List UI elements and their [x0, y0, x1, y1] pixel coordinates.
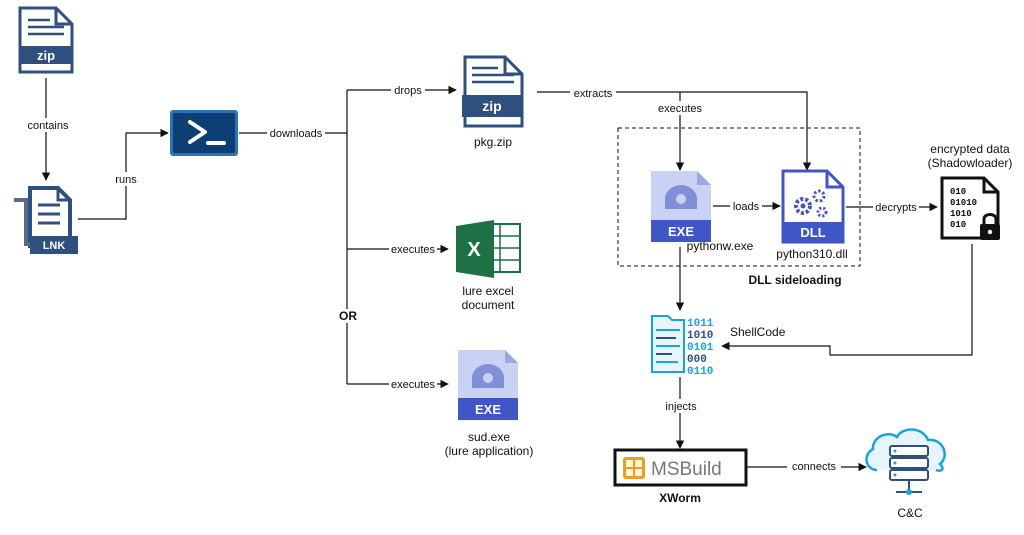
- shellcode-glyph-line1: 1011: [687, 318, 714, 330]
- encrypted-file-icon: 010 01010 1010 010: [940, 176, 1000, 240]
- encrypted-glyph-line3: 1010: [950, 209, 972, 219]
- encrypted-glyph-line1: 010: [950, 187, 966, 197]
- branch-or-label: OR: [339, 309, 357, 323]
- edge-label-shellcode: ShellCode: [730, 325, 786, 339]
- shellcode-binary-icon: 1011 1010 0101 000 0110: [651, 315, 714, 378]
- edge-label-executes-excel: executes: [391, 244, 436, 256]
- dll-badge: DLL: [800, 225, 825, 240]
- edge-label-downloads: downloads: [270, 128, 323, 140]
- dll-sideloading-label: DLL sideloading: [748, 273, 841, 287]
- sud-exe-badge: EXE: [475, 402, 501, 417]
- edge-label-injects: injects: [665, 401, 697, 413]
- msbuild-name: MSBuild: [651, 459, 722, 480]
- edge-extracts: [537, 91, 812, 171]
- pkg-zip-icon: zip: [462, 55, 524, 128]
- sud-exe-label-line1: sud.exe: [468, 430, 510, 444]
- edge-label-loads: loads: [733, 201, 760, 213]
- edge-label-decrypts: decrypts: [875, 202, 917, 214]
- edge-label-connects: connects: [792, 461, 837, 473]
- encrypted-label-line2: (Shadowloader): [928, 156, 1013, 170]
- edge-label-executes-sud: executes: [391, 379, 436, 391]
- pkg-zip-label: pkg.zip: [474, 135, 512, 149]
- pythonw-label: pythonw.exe: [687, 239, 754, 253]
- lnk-badge-text: LNK: [43, 240, 66, 252]
- cnc-label: C&C: [897, 506, 923, 520]
- lnk-shortcut-icon: LNK: [14, 186, 78, 254]
- svg-text:X: X: [467, 239, 481, 261]
- shellcode-glyph-line4: 000: [687, 354, 707, 366]
- edge-label-executes-pythonw: executes: [658, 103, 703, 115]
- shellcode-glyph-line2: 1010: [687, 330, 713, 342]
- dll-label: python310.dll: [776, 247, 847, 261]
- shellcode-glyph-line5: 0110: [687, 366, 713, 378]
- zip-file-icon: zip: [18, 6, 74, 74]
- pythonw-badge: EXE: [668, 224, 694, 239]
- powershell-icon: [170, 110, 238, 156]
- sud-exe-icon: EXE: [458, 350, 518, 420]
- cloud-server-icon: [865, 428, 946, 495]
- msbuild-icon: MSBuild: [613, 448, 748, 487]
- dll-sideloading-group: [617, 127, 861, 267]
- excel-label-line2: document: [462, 298, 515, 312]
- encrypted-glyph-line4: 010: [950, 220, 966, 230]
- encrypted-glyph-line2: 01010: [950, 198, 977, 208]
- dll-file-icon: DLL: [781, 169, 845, 244]
- excel-icon: X: [456, 220, 521, 278]
- edge-label-extracts: extracts: [574, 88, 613, 100]
- edge-shellcode-return: [721, 244, 973, 356]
- encrypted-label-line1: encrypted data: [930, 142, 1010, 156]
- lock-icon: [980, 213, 1000, 240]
- excel-label-line1: lure excel: [462, 284, 513, 298]
- edge-label-runs: runs: [115, 174, 137, 186]
- edge-label-drops: drops: [394, 85, 422, 97]
- zip-badge-text: zip: [37, 48, 55, 63]
- sud-exe-label-line2: (lure application): [445, 444, 534, 458]
- msbuild-caption: XWorm: [659, 491, 701, 505]
- edge-label-contains: contains: [28, 120, 69, 132]
- pythonw-exe-icon: EXE: [651, 171, 711, 242]
- pkg-zip-badge: zip: [482, 98, 501, 114]
- shellcode-glyph-line3: 0101: [687, 342, 714, 354]
